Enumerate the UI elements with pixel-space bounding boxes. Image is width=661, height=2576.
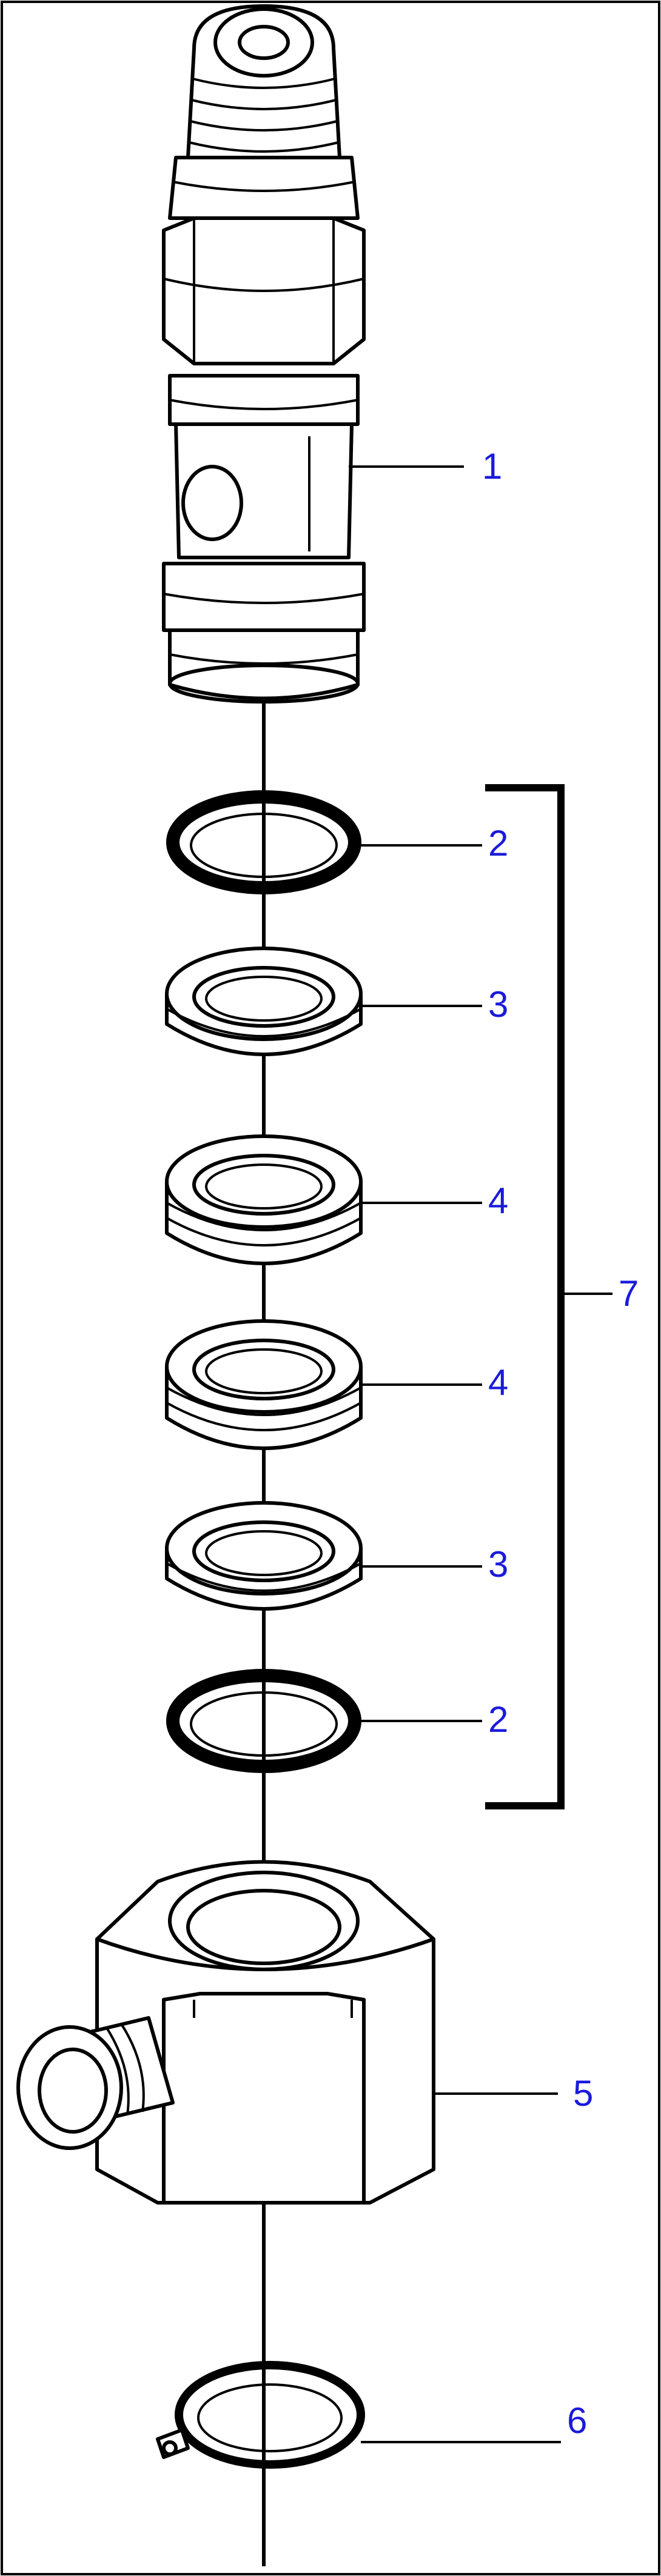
callout-2-top: 2: [488, 823, 508, 864]
part-3-ring-top: [165, 947, 363, 1056]
callout-4-bottom: 4: [488, 1362, 508, 1403]
callout-3-bottom: 3: [488, 1544, 508, 1585]
bracket-7: [485, 784, 565, 1809]
callout-6: 6: [567, 2400, 587, 2441]
part-6-snap-ring: [156, 2361, 365, 2469]
callout-2-bottom: 2: [488, 1699, 508, 1740]
callout-1: 1: [482, 446, 502, 487]
part-1-fitting: [162, 4, 366, 704]
part-2-washer-top: [166, 790, 361, 894]
callout-4-top: 4: [488, 1180, 508, 1221]
part-5-hex-body: [16, 1860, 435, 2205]
part-4-ring-bottom: [165, 1319, 363, 1450]
part-3-ring-bottom: [165, 1501, 363, 1611]
part-4-ring-top: [165, 1134, 363, 1265]
callout-7: 7: [619, 1273, 639, 1314]
callout-5: 5: [573, 2073, 593, 2114]
callout-3-top: 3: [488, 984, 508, 1025]
